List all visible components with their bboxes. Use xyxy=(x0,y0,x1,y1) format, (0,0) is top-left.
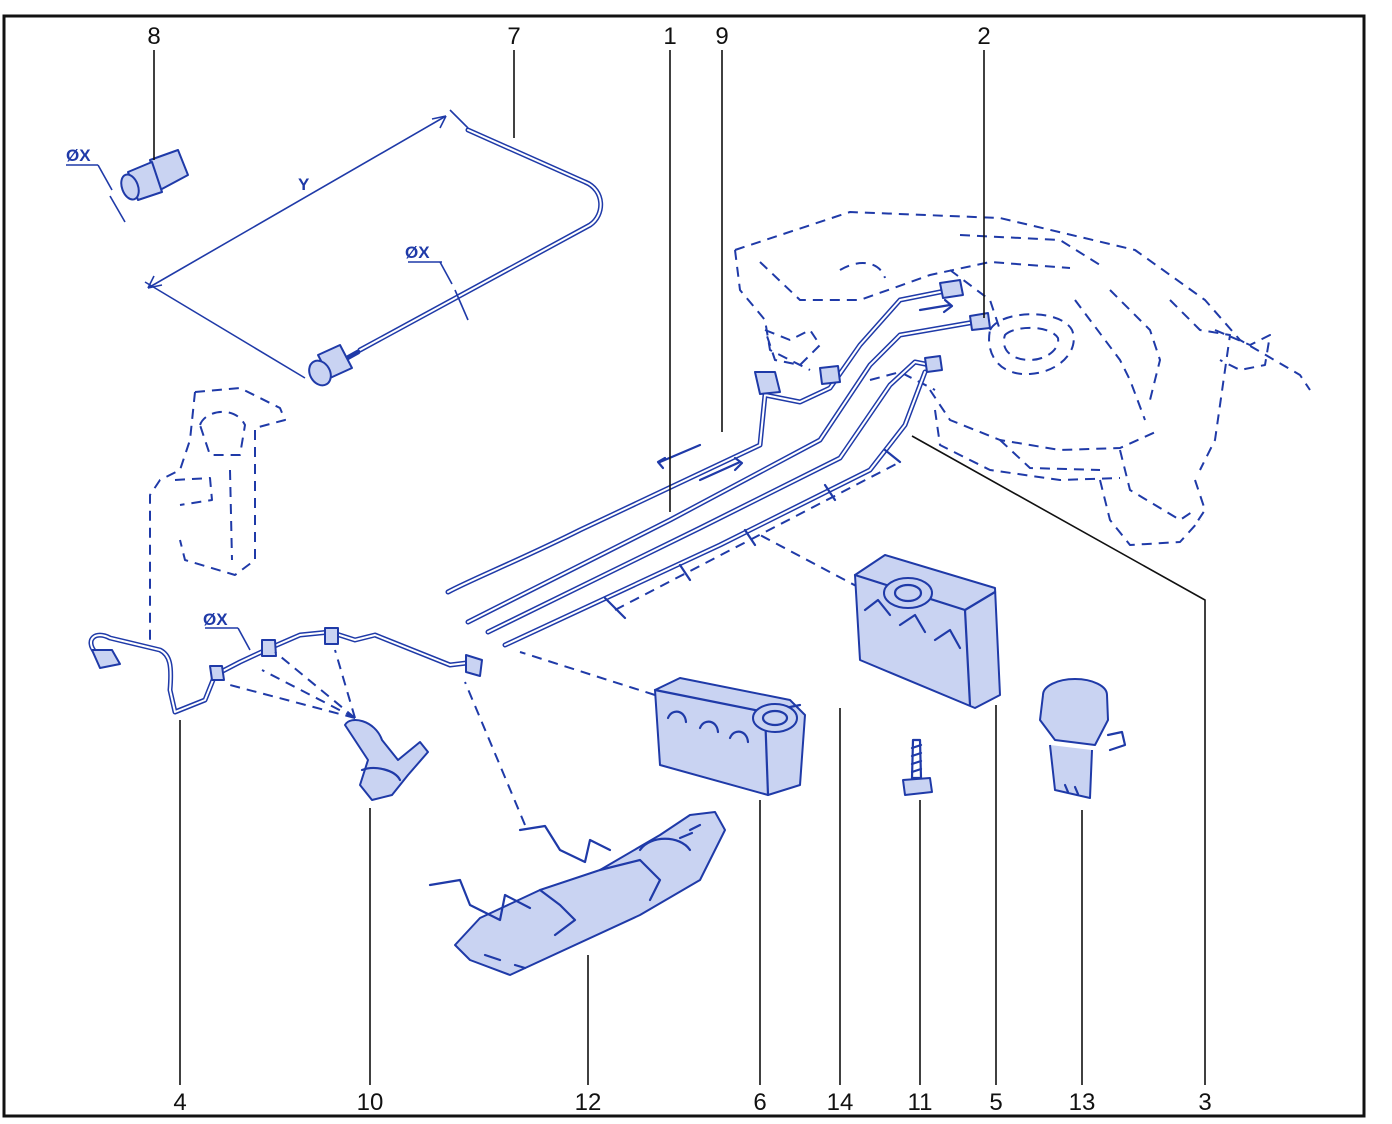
assembly-arrows-left xyxy=(229,534,861,826)
canister-outline xyxy=(149,387,286,640)
clip-part-10 xyxy=(344,719,429,801)
diagram-frame xyxy=(2,14,1366,1118)
callout-11: 11 xyxy=(908,1089,933,1116)
label-diameter-x-pipe7: ØX xyxy=(405,243,430,262)
callout-5: 5 xyxy=(989,1089,1002,1116)
clip-part-5 xyxy=(853,554,1001,709)
leader-lines xyxy=(153,50,1206,1085)
main-pipes xyxy=(445,279,991,648)
screw-part-11 xyxy=(902,738,933,796)
callout-9: 9 xyxy=(715,23,728,50)
connector-part-8 xyxy=(66,149,189,223)
label-diameter-x-pipe4: ØX xyxy=(203,610,228,629)
callout-10: 10 xyxy=(357,1089,384,1116)
callout-14: 14 xyxy=(827,1089,854,1116)
tray-part-12 xyxy=(428,811,726,976)
pipe-part-7 xyxy=(144,109,604,387)
callout-7: 7 xyxy=(507,23,520,50)
callout-6: 6 xyxy=(753,1089,766,1116)
clip-part-6 xyxy=(653,677,806,797)
label-diameter-x-connector: ØX xyxy=(66,146,91,165)
grommet-part-13 xyxy=(1039,678,1127,799)
callout-2: 2 xyxy=(977,23,990,50)
callout-1: 1 xyxy=(663,23,676,50)
callout-8: 8 xyxy=(147,23,160,50)
fuel-tank-outline xyxy=(734,211,1311,546)
callout-13: 13 xyxy=(1069,1089,1096,1116)
pipe-part-4 xyxy=(88,627,483,715)
label-y: Y xyxy=(298,175,310,194)
callout-4: 4 xyxy=(173,1089,186,1116)
callout-12: 12 xyxy=(575,1089,602,1116)
callout-3: 3 xyxy=(1198,1089,1211,1116)
